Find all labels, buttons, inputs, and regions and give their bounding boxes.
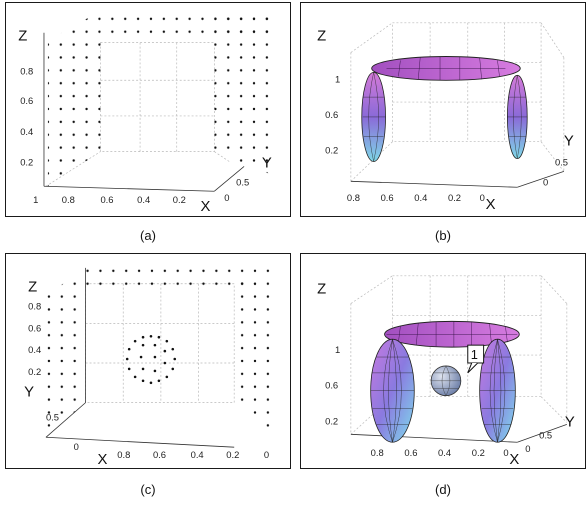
z-tick: 0.2 (20, 156, 33, 167)
caption-b: (b) (435, 228, 451, 243)
x-tick: 0.6 (381, 192, 394, 203)
panel-a: Z Y X 0.8 0.6 0.4 0.2 1 0.8 0.6 0.4 0.2 … (5, 2, 291, 217)
x-tick: 0 (264, 449, 269, 460)
x-tick: 0.2 (472, 447, 485, 458)
x-tick: 0.8 (62, 194, 75, 205)
caption-d: (d) (435, 482, 451, 497)
y-tick: 0.5 (236, 176, 249, 187)
z-tick: 0.8 (28, 300, 41, 311)
z-tick: 0.6 (20, 95, 33, 106)
x-tick: 0 (480, 192, 485, 203)
y-tick: 0 (74, 441, 79, 452)
x-tick: 0.4 (137, 194, 150, 205)
z-axis-label: Z (28, 280, 37, 296)
x-tick: 0.2 (173, 194, 186, 205)
y-tick: 0.5 (555, 156, 568, 167)
z-axis-label: Z (317, 282, 326, 298)
ellipsoid-top-d (384, 320, 520, 348)
point-lattice-a (47, 10, 276, 187)
x-tick: 0.2 (226, 449, 239, 460)
plot-d: 1 Z Y X 1 0.6 0.2 0.8 0.6 0.4 0.2 0 0.5 … (317, 275, 575, 468)
y-tick: 0 (525, 443, 530, 454)
ellipsoid-left-d (370, 338, 415, 443)
ellipsoid-left-b (361, 71, 386, 162)
x-tick: 0.6 (100, 194, 113, 205)
x-tick: 0.4 (191, 449, 204, 460)
z-tick: 0.6 (325, 380, 338, 391)
z-tick: 0.4 (28, 344, 41, 355)
x-tick: 0.4 (414, 192, 427, 203)
x-axis-label: X (201, 199, 211, 215)
x-tick: 0.6 (404, 447, 417, 458)
ellipsoid-right-b (506, 74, 528, 159)
panel-d: 1 Z Y X 1 0.6 0.2 0.8 0.6 0.4 0.2 0 0.5 … (300, 253, 586, 469)
z-tick: 0.2 (325, 145, 338, 156)
plot-c: Z Y X 0.8 0.6 0.4 0.2 0.8 0.6 0.4 0.2 0 … (24, 265, 276, 468)
x-axis-label: X (509, 452, 519, 468)
caption-c: (c) (140, 482, 156, 497)
sphere-center-d (430, 365, 462, 397)
panel-b: Z Y X 1 0.6 0.2 0.8 0.6 0.4 0.2 0 0.5 0 (300, 2, 586, 217)
marker-label: 1 (471, 347, 478, 362)
x-tick: 0.4 (438, 447, 451, 458)
z-tick: 1 (335, 344, 340, 355)
caption-a: (a) (140, 228, 156, 243)
y-axis-label: Y (565, 414, 575, 430)
axes-frame-b (350, 171, 564, 188)
plot-b: Z Y X 1 0.6 0.2 0.8 0.6 0.4 0.2 0 0.5 0 (317, 22, 574, 213)
y-axis-label: Y (262, 155, 272, 171)
axes-frame-c (45, 267, 235, 448)
x-tick: 1 (33, 194, 38, 205)
y-tick: 0.5 (539, 429, 552, 440)
y-tick: 0.5 (46, 411, 59, 422)
x-tick: 0.6 (153, 449, 166, 460)
plot-a: Z Y X 0.8 0.6 0.4 0.2 1 0.8 0.6 0.4 0.2 … (18, 10, 276, 215)
z-tick: 0.4 (20, 126, 33, 137)
z-axis-label: Z (317, 29, 326, 45)
panel-c: Z Y X 0.8 0.6 0.4 0.2 0.8 0.6 0.4 0.2 0 … (5, 253, 291, 469)
y-tick: 0 (224, 192, 229, 203)
callout-marker-d: 1 (467, 344, 485, 374)
x-tick: 0.8 (371, 447, 384, 458)
x-tick: 0.2 (448, 192, 461, 203)
x-tick: 0.8 (117, 449, 130, 460)
x-tick: 0.8 (347, 192, 360, 203)
z-tick: 0.6 (28, 322, 41, 333)
x-axis-label: X (97, 452, 107, 468)
z-tick: 1 (335, 73, 340, 84)
axes-frame-d (350, 424, 567, 443)
ellipsoid-right-d (479, 338, 516, 443)
y-tick: 0 (543, 176, 548, 187)
y-axis-label: Y (24, 385, 34, 401)
x-axis-label: X (486, 197, 496, 213)
z-tick: 0.6 (325, 109, 338, 120)
y-axis-label: Y (564, 134, 574, 150)
z-tick: 0.8 (20, 65, 33, 76)
ellipsoid-top-b (371, 56, 521, 81)
point-lattice-c (45, 265, 276, 438)
z-tick: 0.2 (325, 415, 338, 426)
x-tick: 0 (503, 447, 508, 458)
axes-frame-a (43, 32, 245, 192)
z-tick: 0.2 (28, 366, 41, 377)
z-axis-label: Z (18, 29, 27, 45)
grid-c (85, 283, 235, 403)
